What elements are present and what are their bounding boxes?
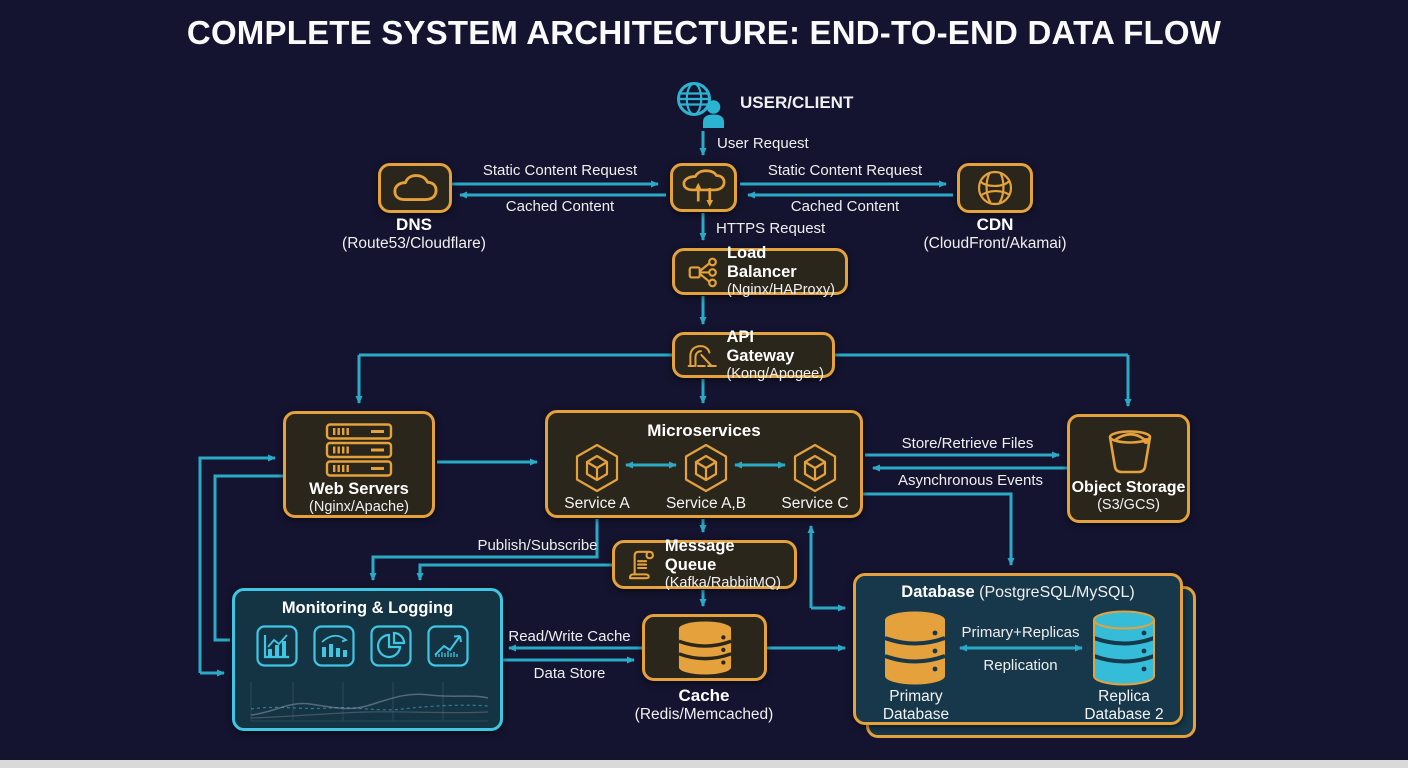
pie-chart-icon <box>370 625 412 667</box>
cache-node <box>642 614 767 681</box>
edge-label-cached-content-left: Cached Content <box>505 198 615 215</box>
bottom-strip <box>0 760 1408 768</box>
service-link-arrow <box>625 461 677 469</box>
user-client-icon <box>675 80 729 130</box>
object-storage-label-group: Object Storage (S3/GCS) <box>1070 479 1187 514</box>
edge-label-https-request: HTTPS Request <box>716 220 826 237</box>
cache-sub: (Redis/Memcached) <box>634 705 774 723</box>
cdn-label: CDN <box>976 215 1014 234</box>
api-gateway-sub: (Kong/Apogee) <box>726 365 824 382</box>
dns-label: DNS <box>396 215 432 234</box>
edge-label-cached-content-right: Cached Content <box>790 198 900 215</box>
monitoring-icons <box>256 625 469 667</box>
microservices-label: Microservices <box>647 421 761 440</box>
edge-label-publish-subscribe: Publish/Subscribe <box>477 537 598 554</box>
cdn-node <box>957 163 1033 213</box>
edge-publish-subscribe <box>369 519 599 581</box>
message-queue-node: Message Queue (Kafka/RabbitMQ) <box>612 537 797 592</box>
bucket-icon <box>1102 424 1158 478</box>
message-queue-label: Message Queue <box>664 537 735 575</box>
web-servers-label-group: Web Servers (Nginx/Apache) <box>286 480 432 516</box>
load-balancer-sub: (Nginx/HAProxy) <box>726 282 835 299</box>
edge-label-static-content-right: Static Content Request <box>767 162 923 179</box>
object-storage-sub: (S3/GCS) <box>1097 497 1160 514</box>
dns-node <box>378 163 452 213</box>
server-stack-icon <box>325 423 393 479</box>
replication-arrow <box>959 644 1083 652</box>
edge-label-data-store: Data Store <box>533 665 606 682</box>
edge-label-user-request: User Request <box>717 135 809 152</box>
cdn-globe-icon <box>977 170 1013 206</box>
primary-database-label: Primary Database <box>882 688 950 723</box>
dns-label-group: DNS (Route53/Cloudflare) <box>314 215 514 252</box>
service-a-label: Service A <box>564 495 630 512</box>
web-servers-label: Web Servers <box>309 480 409 498</box>
edge-label-static-content-left: Static Content Request <box>482 162 638 179</box>
edge-microservices-to-database-right <box>863 492 1015 566</box>
message-queue-sub: (Kafka/RabbitMQ) <box>664 575 781 592</box>
edge-queue-to-monitoring <box>416 563 612 581</box>
service-ab-label: Service A,B <box>665 495 747 512</box>
replication-top-label: Primary+Replicas <box>961 624 1080 641</box>
page-title: COMPLETE SYSTEM ARCHITECTURE: END-TO-END… <box>186 14 1222 51</box>
edge-label-async-events: Asynchronous Events <box>897 472 1044 489</box>
service-link-arrow <box>734 461 786 469</box>
load-balancer-icon <box>688 257 717 287</box>
web-servers-sub: (Nginx/Apache) <box>309 498 409 515</box>
cdn-label-group: CDN (CloudFront/Akamai) <box>895 215 1095 252</box>
database-sub: (PostgreSQL/MySQL) <box>979 584 1135 601</box>
load-balancer-node: Load Balancer (Nginx/HAProxy) <box>672 244 848 298</box>
object-storage-node: Object Storage (S3/GCS) <box>1067 414 1190 523</box>
histogram-trend-icon <box>313 625 355 667</box>
cloud-sync-icon <box>682 168 725 207</box>
cdn-sub: (CloudFront/Akamai) <box>923 234 1067 252</box>
api-gateway-label: API Gateway <box>726 327 795 365</box>
replica-database-label: Replica Database 2 <box>1084 688 1164 723</box>
dns-sub: (Route53/Cloudflare) <box>342 234 486 252</box>
replication-bottom-label: Replication <box>983 657 1058 674</box>
cloud-icon <box>393 174 438 201</box>
database-title: Database (PostgreSQL/MySQL) <box>856 583 1180 602</box>
service-ab-icon <box>682 443 730 493</box>
service-c-icon <box>791 443 839 493</box>
api-gateway-icon <box>687 345 717 368</box>
trend-line-icon <box>427 625 469 667</box>
replica-database-icon <box>1092 610 1156 686</box>
edge-left-loop-to-webservers <box>198 454 276 673</box>
database-label: Database <box>901 583 975 601</box>
api-gateway-node: API Gateway (Kong/Apogee) <box>672 328 835 382</box>
edge-cloud-node <box>670 163 737 212</box>
cache-label-group: Cache (Redis/Memcached) <box>604 686 804 723</box>
web-servers-node: Web Servers (Nginx/Apache) <box>283 411 435 518</box>
user-client-label: USER/CLIENT <box>740 93 854 112</box>
database-node: Database (PostgreSQL/MySQL) <box>853 573 1183 725</box>
load-balancer-label: Load Balancer <box>726 244 797 282</box>
service-c-label: Service C <box>781 495 849 512</box>
bar-chart-icon <box>256 625 298 667</box>
edge-label-store-retrieve: Store/Retrieve Files <box>901 435 1034 452</box>
edge-webservers-monitoring-link <box>213 474 283 642</box>
cache-label: Cache <box>678 686 730 705</box>
monitoring-label: Monitoring & Logging <box>281 599 454 617</box>
microservices-node: Microservices <box>545 410 863 518</box>
scroll-icon <box>628 550 654 579</box>
monitoring-sparkline <box>250 682 489 722</box>
cache-db-icon <box>677 620 732 675</box>
service-a-icon <box>573 443 621 493</box>
edge-label-read-write-cache: Read/Write Cache <box>508 628 631 645</box>
primary-database-icon <box>883 610 947 686</box>
monitoring-node: Monitoring & Logging <box>232 588 503 731</box>
object-storage-label: Object Storage <box>1071 479 1186 496</box>
